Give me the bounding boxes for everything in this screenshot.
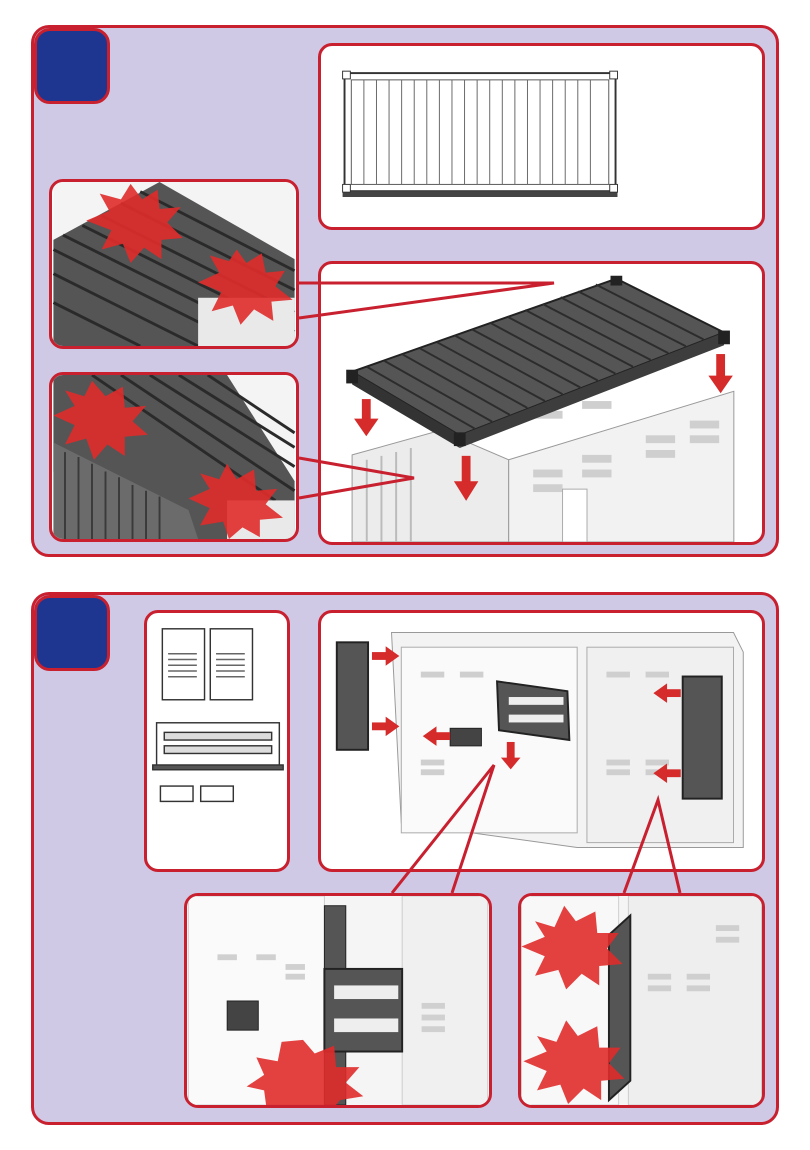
door-panel-part	[210, 629, 252, 700]
down-arrow-icon	[354, 399, 378, 436]
roof-part-diagram	[318, 43, 765, 230]
down-arrow-icon	[708, 354, 732, 393]
hinge-detail-right	[518, 893, 765, 1108]
step-2-number-badge	[34, 595, 110, 671]
step-1-panel	[31, 25, 779, 557]
latch	[450, 728, 481, 746]
step-2-panel	[31, 592, 779, 1125]
door-panel	[683, 677, 722, 799]
door-frame-part	[153, 723, 283, 770]
door-installation-view	[318, 610, 765, 872]
door-frame	[497, 681, 569, 740]
roof-corner-detail-top	[49, 179, 299, 349]
latch	[227, 1001, 258, 1030]
door-panel-part	[162, 629, 204, 700]
door-panel	[337, 642, 368, 749]
step-1-number-badge	[34, 28, 110, 104]
latch-part	[160, 786, 233, 801]
parts-diagram	[144, 610, 290, 872]
latch-detail-left	[184, 893, 492, 1108]
roof-panel-illustration	[321, 46, 762, 227]
door-frame	[324, 969, 402, 1052]
right-arrow-icon	[372, 717, 399, 737]
roof-corner-detail-bottom	[49, 372, 299, 542]
roof-installation-view	[318, 261, 765, 545]
